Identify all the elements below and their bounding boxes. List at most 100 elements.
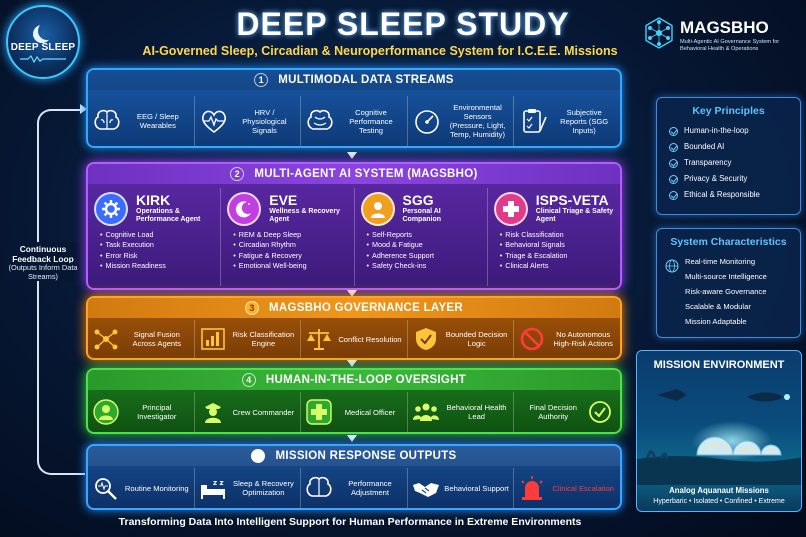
data-stream-eeg: EEG / Sleep Wearables [88,96,195,146]
principle-label: Privacy & Security [684,174,748,183]
governance-label: Conflict Resolution [338,334,402,344]
data-stream-label: EEG / Sleep Wearables [136,112,179,130]
layer-header: 2 MULTI-AGENT AI SYSTEM (MAGSBHO) [88,164,620,184]
oversight-principal-investigator: Principal Investigator [88,392,195,432]
agent-bullet: Circadian Rhythm [233,240,347,250]
principle-item: Human-in-the-loop [669,123,800,139]
page-subtitle: AI-Governed Sleep, Circadian & Neuroperf… [142,44,618,58]
svg-text:z z: z z [213,479,224,487]
clipboard-icon [523,109,548,133]
data-stream-environment: Environmental Sensors (Pressure, Light, … [408,96,515,146]
agent-bullet: Mission Readiness [100,261,214,271]
oversight-final-authority: Final Decision Authority [514,392,620,432]
data-stream-label: Environmental Sensors (Pressure, Light, … [449,103,506,139]
principle-item: Privacy & Security [669,171,800,187]
check-icon [669,158,678,168]
agent-bullet: Clinical Alerts [500,261,614,271]
principle-label: Transparency [684,158,732,167]
output-label: Clinical Escalation [552,483,614,493]
agent-bullet: Safety Check-ins [367,261,481,271]
shield-icon [415,328,436,350]
agent-role: Wellness & Recovery Agent [269,208,340,223]
governance-bounded-logic: Bounded Decision Logic [408,320,515,358]
governance-label: Signal Fusion Across Agents [132,330,182,348]
agent-bullet: Fatigue & Recovery [233,251,347,261]
agent-isps-veta: ISPS-VETA Clinical Triage & Safety Agent… [488,188,620,286]
group-icon [412,403,439,421]
agent-role: Operations & Performance Agent [136,208,201,223]
data-stream-subjective: Subjective Reports (SGG Inputs) [514,96,620,146]
governance-signal-fusion: Signal Fusion Across Agents [88,320,195,358]
output-performance-adjustment: Performance Adjustment [301,468,408,508]
monitor-icon [95,478,117,500]
output-clinical-escalation: Clinical Escalation [514,468,620,508]
characteristic-item: Mission Adaptable [685,317,747,326]
layer-data-streams: 1 MULTIMODAL DATA STREAMS EEG / Sleep We… [86,68,622,148]
layer-number: 4 [241,373,256,387]
person-icon [93,399,119,425]
layer-governance: 3 MAGSBHO GOVERNANCE LAYER Signal Fusion… [86,296,622,360]
data-stream-hrv: HRV / Physiological Signals [195,96,302,146]
panel-title: System Characteristics [670,236,787,248]
panel-title: MISSION ENVIRONMENT [653,359,785,371]
medical-cross-icon [493,192,528,226]
agent-bullet: Mood & Fatigue [367,240,481,250]
logo-text: DEEP SLEEP [10,41,76,53]
data-stream-cognitive: Cognitive Performance Testing [301,96,408,146]
medical-cross-icon [306,399,332,425]
agent-role: Clinical Triage & Safety Agent [535,208,614,223]
governance-risk-engine: Risk Classification Engine [195,320,302,358]
check-icon [669,126,678,136]
moon-icon [227,192,262,226]
panel-title: Key Principles [692,105,765,117]
agent-bullet: Self-Reports [367,230,481,240]
footer-tagline: Transforming Data Into Intelligent Suppo… [118,516,582,528]
oversight-crew-commander: Crew Commander [195,392,302,432]
layer-title: MULTI-AGENT AI SYSTEM (MAGSBHO) [254,168,478,180]
underwater-habitat-illustration [637,389,801,485]
oversight-medical-officer: Medical Officer [301,392,408,432]
scales-icon [307,329,332,350]
brand-tagline: Multi-Agentic AI Governance System for B… [680,39,780,52]
brain-icon [94,109,120,130]
feedback-loop-arrow [80,104,87,114]
brain-icon [306,476,332,497]
principle-item: Transparency [669,155,800,171]
mission-sub-caption: Hyperbaric • Isolated • Confined • Extre… [653,498,785,505]
governance-label: Risk Classification Engine [232,330,295,348]
agent-name: EVE [269,192,298,208]
agent-bullet: Error Risk [100,251,214,261]
feedback-loop-line [37,109,85,475]
oversight-label: Principal Investigator [137,403,177,421]
page-title: DEEP SLEEP STUDY [236,6,570,42]
deep-sleep-logo: DEEP SLEEP [6,5,80,79]
agent-name: SGG [402,192,434,208]
agent-bullet: Risk Classification [500,230,614,240]
output-label: Performance Adjustment [348,479,392,497]
layer-title: MISSION RESPONSE OUTPUTS [275,450,457,462]
principle-label: Human-in-the-loop [684,126,749,135]
heart-pulse-icon [201,110,226,133]
characteristic-item: Real-time Monitoring [685,257,756,266]
prohibited-icon [521,327,544,351]
principle-label: Ethical & Responsible [684,190,760,199]
alarm-icon [521,476,543,500]
oversight-label: Crew Commander [232,407,295,417]
governance-label: No Autonomous High-Risk Actions [553,330,613,348]
characteristic-item: Multi-source Intelligence [685,272,767,281]
agent-kirk: KIRK Operations & Performance Agent Cogn… [88,188,222,286]
output-label: Behavioral Support [444,483,509,493]
layer-header: 3 MAGSBHO GOVERNANCE LAYER [88,298,620,318]
feedback-loop-title: Continuous Feedback Loop [6,242,80,266]
principle-label: Bounded AI [684,142,725,151]
key-principles-panel: Key Principles Human-in-the-loop Bounded… [656,97,801,215]
gauge-icon [414,110,439,134]
layer-oversight: 4 HUMAN-IN-THE-LOOP OVERSIGHT Principal … [86,368,622,434]
person-icon [360,192,395,226]
oversight-label: Behavioral Health Lead [446,403,507,421]
agent-bullet: Triage & Escalation [500,251,614,261]
characteristic-item: Scalable & Modular [685,302,751,311]
governance-conflict-resolution: Conflict Resolution [301,320,408,358]
oversight-label: Medical Officer [344,407,396,417]
governance-label: Bounded Decision Logic [445,330,508,348]
